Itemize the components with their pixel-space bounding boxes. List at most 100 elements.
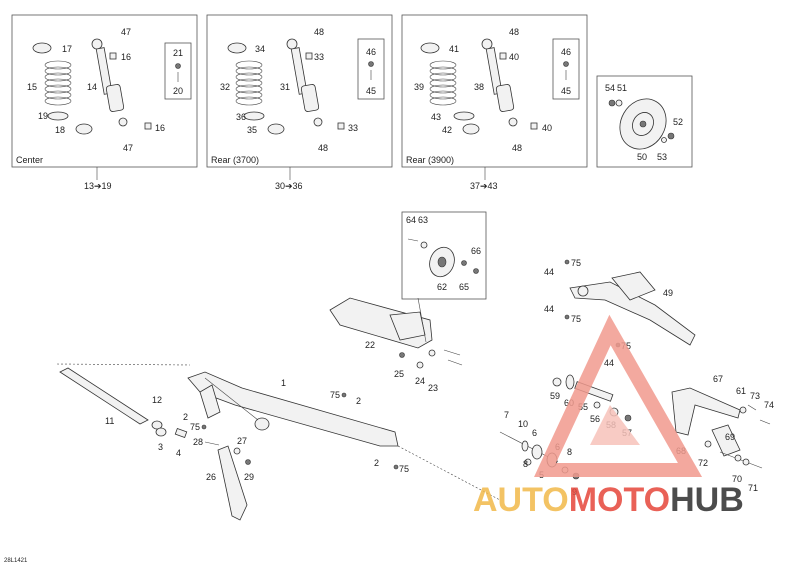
bushing-33a xyxy=(305,52,313,60)
rear-arm-49 xyxy=(569,271,696,346)
loctite-drop-icon xyxy=(341,392,347,398)
idler-hub xyxy=(437,256,447,268)
bushing-33b xyxy=(337,122,345,130)
label-2a: 2 xyxy=(183,412,188,422)
ring-42 xyxy=(462,123,480,135)
bushing-60 xyxy=(565,374,575,390)
label-49: 49 xyxy=(663,288,673,298)
label-21: 21 xyxy=(173,48,183,58)
label-16a: 16 xyxy=(121,52,131,62)
label-75a: 75 xyxy=(190,422,200,432)
label-55: 55 xyxy=(578,402,588,412)
label-67: 67 xyxy=(713,374,723,384)
label-28: 28 xyxy=(193,437,203,447)
label-69: 69 xyxy=(725,432,735,442)
panel-wheel: 54 51 52 50 53 xyxy=(596,75,693,168)
watermark-hub: HUB xyxy=(670,481,744,519)
watermark-auto: AUTO xyxy=(473,481,569,519)
nut-46 xyxy=(368,61,374,67)
hardware-box-center xyxy=(164,42,192,100)
shock-absorber xyxy=(286,38,323,127)
autmotohub-watermark: AUTOMOTOHUB xyxy=(473,314,744,519)
washer-63 xyxy=(420,241,428,249)
label-46: 46 xyxy=(561,47,571,57)
link-rod-26 xyxy=(217,445,248,521)
bushing-16b xyxy=(144,122,152,130)
spring xyxy=(429,60,457,106)
panel-rear-3700-caption: Rear (3700) xyxy=(211,155,259,165)
cross-shaft-22 xyxy=(329,297,463,369)
label-35: 35 xyxy=(247,125,257,135)
panel-rear-3900: 41 39 38 43 42 48 40 40 48 46 45 Rear (3… xyxy=(401,14,588,191)
bolt-54 xyxy=(608,99,616,107)
label-65: 65 xyxy=(459,282,469,292)
label-74: 74 xyxy=(764,400,774,410)
watermark-moto: MOTO xyxy=(569,481,670,519)
label-36: 36 xyxy=(236,112,246,122)
label-27: 27 xyxy=(237,436,247,446)
ring-19 xyxy=(47,111,69,121)
spring xyxy=(44,60,72,106)
rear-3900-range: 37➔43 xyxy=(470,181,498,191)
label-75b: 75 xyxy=(330,390,340,400)
label-48b: 48 xyxy=(512,143,522,153)
ring-35 xyxy=(267,123,285,135)
label-48a: 48 xyxy=(509,27,519,37)
dashed-leader xyxy=(397,445,501,501)
label-33b: 33 xyxy=(348,123,358,133)
bushing-6a xyxy=(531,444,543,460)
label-66: 66 xyxy=(471,246,481,256)
label-16b: 16 xyxy=(155,123,165,133)
label-70: 70 xyxy=(732,474,742,484)
washer-70 xyxy=(734,454,742,462)
spring xyxy=(235,60,263,106)
washer-59 xyxy=(552,377,562,387)
loctite-drop-icon xyxy=(564,259,570,265)
label-63: 63 xyxy=(418,215,428,225)
washer-72 xyxy=(704,440,712,448)
label-53: 53 xyxy=(657,152,667,162)
panel-rear-3900-caption: Rear (3900) xyxy=(406,155,454,165)
label-3: 3 xyxy=(158,442,163,452)
label-52: 52 xyxy=(673,117,683,127)
label-62: 62 xyxy=(437,282,447,292)
bushing-16a xyxy=(109,52,117,60)
ring-43 xyxy=(453,111,475,121)
label-6a: 6 xyxy=(532,428,537,438)
label-45: 45 xyxy=(366,86,376,96)
shock-absorber xyxy=(481,38,518,127)
washer-61 xyxy=(739,406,747,414)
loctite-drop-icon xyxy=(393,464,399,470)
swing-arm-1 xyxy=(187,371,399,447)
label-43: 43 xyxy=(431,112,441,122)
nut-21 xyxy=(175,63,181,69)
label-15: 15 xyxy=(27,82,37,92)
label-44a: 44 xyxy=(544,267,554,277)
label-56: 56 xyxy=(590,414,600,424)
spring-cap xyxy=(420,42,440,54)
label-4: 4 xyxy=(176,448,181,458)
label-12: 12 xyxy=(152,395,162,405)
panel-center: 17 15 14 19 18 47 16 16 47 21 20 Center … xyxy=(11,14,198,191)
panel-center-caption: Center xyxy=(16,155,43,165)
link-69 xyxy=(711,424,741,457)
label-47a: 47 xyxy=(121,27,131,37)
washer-27 xyxy=(233,447,241,455)
label-18: 18 xyxy=(55,125,65,135)
panel-rear-3700: 34 32 31 36 35 48 33 33 48 46 45 Rear (3… xyxy=(206,14,393,191)
nut-29 xyxy=(245,459,251,465)
label-9: 9 xyxy=(572,487,577,497)
label-32: 32 xyxy=(220,82,230,92)
label-47b: 47 xyxy=(123,143,133,153)
loctite-drop-icon xyxy=(201,424,207,430)
nut-66 xyxy=(473,268,479,274)
ring-36 xyxy=(243,111,265,121)
label-64: 64 xyxy=(406,215,416,225)
washer-66 xyxy=(461,260,467,266)
label-14: 14 xyxy=(87,82,97,92)
label-10: 10 xyxy=(518,419,528,429)
label-29: 29 xyxy=(244,472,254,482)
label-19: 19 xyxy=(38,111,48,121)
label-42: 42 xyxy=(442,125,452,135)
